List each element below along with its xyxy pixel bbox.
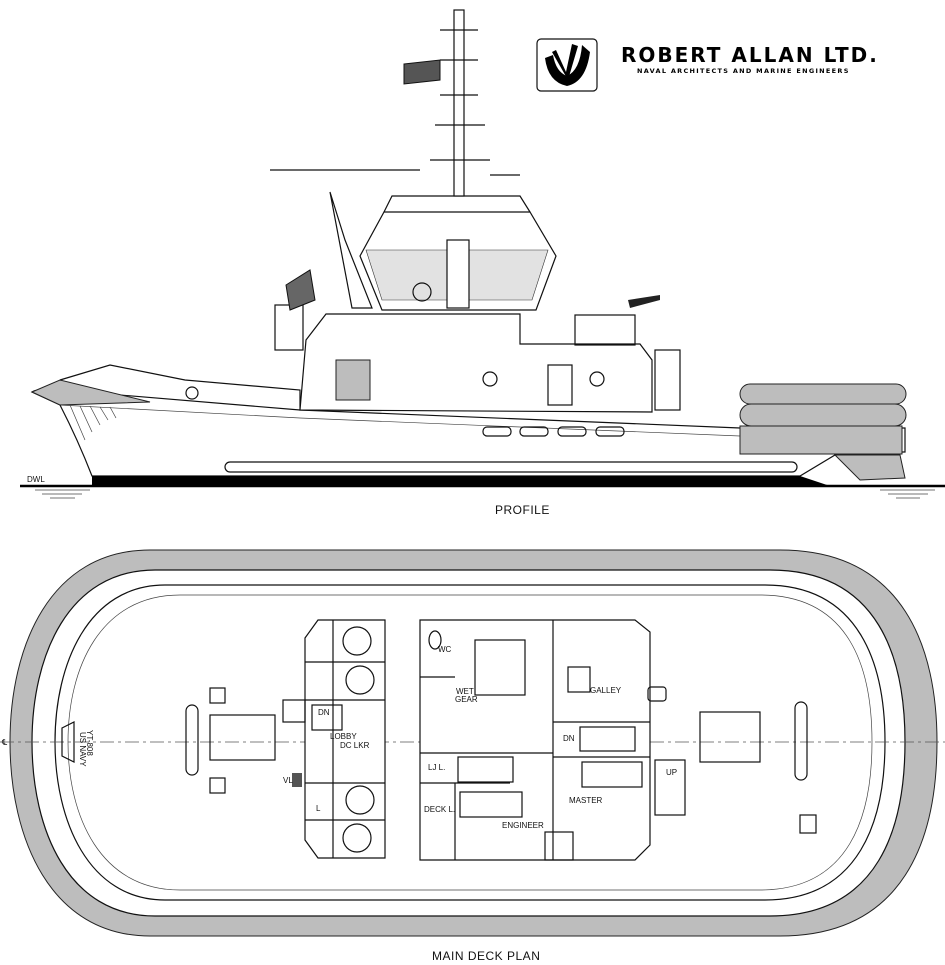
vent-louver (292, 773, 302, 787)
master-bunk (581, 761, 643, 788)
label-dc-lkr: DC LKR (340, 741, 370, 750)
flag (403, 59, 441, 85)
stair-dn-aft (579, 726, 636, 752)
label-up: UP (666, 768, 677, 777)
life-ring (412, 282, 432, 302)
aft-bitt (794, 701, 808, 781)
bulwark (59, 364, 301, 410)
mast-yards (270, 29, 520, 176)
profile-view: DWL (20, 9, 945, 517)
label-gear: GEAR (455, 695, 478, 704)
fire-monitor (628, 295, 660, 308)
aft-winch (699, 711, 761, 763)
bow-chock (61, 721, 75, 763)
tank (342, 823, 372, 853)
label-lj: LJ L. (428, 763, 445, 772)
label-lobby: LOBBY (330, 732, 357, 741)
mast (453, 9, 465, 197)
aft-door (547, 364, 573, 406)
centerline-symbol: ℄ (1, 738, 8, 747)
hawse-pipe (185, 386, 199, 400)
keel (92, 476, 830, 486)
vent (209, 777, 226, 794)
aft-deckhouse (419, 619, 651, 861)
stern-fender-middle (739, 403, 907, 427)
sheer-line (59, 404, 741, 437)
label-dn-aft: DN (563, 734, 575, 743)
stern-fender-upper (739, 383, 907, 405)
deckhouse (299, 313, 653, 413)
label-galley: GALLEY (590, 686, 622, 695)
bulwark-line (54, 584, 886, 901)
fwd-winch (209, 714, 276, 761)
company-logo: ROBERT ALLAN LTD. NAVAL ARCHITECTS AND M… (536, 38, 879, 92)
deckhouse-door (335, 359, 371, 401)
tank (345, 665, 375, 695)
dwl-label: DWL (27, 475, 45, 484)
forward-deckhouse (304, 619, 386, 859)
label-engineer: ENGINEER (502, 821, 544, 830)
stern-fender-lower (739, 425, 903, 455)
skeg (833, 454, 906, 481)
hatch (282, 699, 306, 723)
stair-lj (457, 756, 514, 783)
aft-railing (574, 314, 636, 346)
rub-rail (224, 461, 798, 473)
main-deck-plan: ℄ US NAVY YT-808 (0, 549, 945, 963)
hull-marking-line2: YT-808 (85, 730, 94, 756)
hull-marking-line1: US NAVY (78, 732, 87, 767)
bow-fender (30, 379, 151, 406)
porthole (589, 371, 605, 387)
label-l: L (316, 804, 321, 813)
tank (342, 626, 372, 656)
label-wet: WET (456, 687, 474, 696)
profile-caption: PROFILE (495, 503, 550, 517)
wheelhouse-door (446, 239, 470, 309)
label-wc: WC (438, 645, 452, 654)
tank (345, 785, 375, 815)
galley-stair (567, 666, 591, 693)
label-master: MASTER (569, 796, 603, 805)
bow-flag (285, 269, 316, 311)
waterline-marks (35, 489, 935, 499)
bow-fender-hatching (69, 404, 117, 441)
fwd-bitt (185, 704, 199, 776)
porthole (482, 371, 498, 387)
label-vl: VL (283, 776, 293, 785)
sink (647, 686, 667, 702)
hull-windows (482, 426, 625, 437)
stair-dn (311, 704, 343, 731)
logo-frame (536, 38, 598, 92)
logo-emblem (545, 44, 590, 86)
hatch (544, 831, 574, 861)
hatch (799, 814, 817, 834)
table (474, 639, 526, 696)
vent (209, 687, 226, 704)
plan-caption: MAIN DECK PLAN (432, 949, 540, 963)
label-dn-fwd: DN (318, 708, 330, 717)
stair-up (654, 759, 686, 816)
company-tagline: NAVAL ARCHITECTS AND MARINE ENGINEERS (637, 67, 850, 75)
fwd-railing (274, 304, 304, 351)
inner-bulwark-line (67, 594, 873, 891)
toilet (428, 630, 442, 650)
stair (654, 349, 681, 411)
wheelhouse-roof (383, 195, 531, 213)
fwd-mast-arm (329, 191, 373, 309)
engineer-bunk (459, 791, 523, 818)
label-deck-l: DECK L. (424, 805, 455, 814)
company-name: ROBERT ALLAN LTD. (621, 43, 879, 67)
